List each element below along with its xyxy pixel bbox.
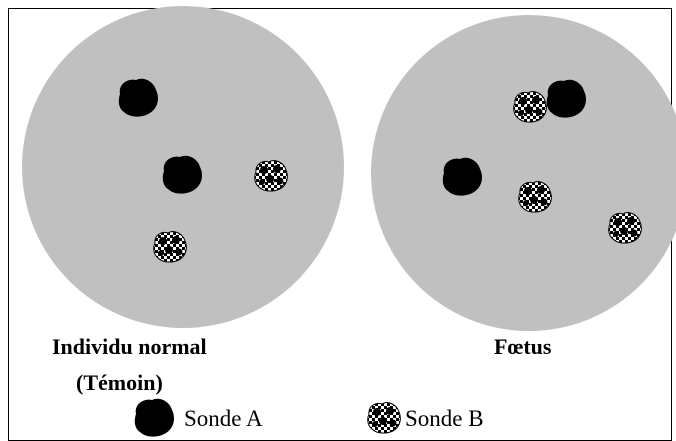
nucleus-normal [22,6,344,328]
probe-b-signal [154,232,187,262]
legend-probe-a-symbol [135,399,174,437]
label-control: (Témoin) [76,370,163,396]
legend-probe-b-label: Sonde B [405,406,484,432]
probe-b-signal [609,213,642,243]
label-fetus: Fœtus [494,334,551,360]
legend-probe-b-symbol [368,403,401,433]
nucleus-fetus [371,15,676,331]
probe-a-signal [443,158,482,196]
probe-b-signal [514,92,547,122]
probe-a-signal [163,156,202,194]
probe-b-signal [519,182,552,212]
probe-a-signal [119,79,158,117]
probe-a-signal [547,80,586,118]
legend-probe-a-label: Sonde A [184,406,263,432]
label-normal-individual: Individu normal [52,334,207,360]
probe-b-signal [255,161,288,191]
